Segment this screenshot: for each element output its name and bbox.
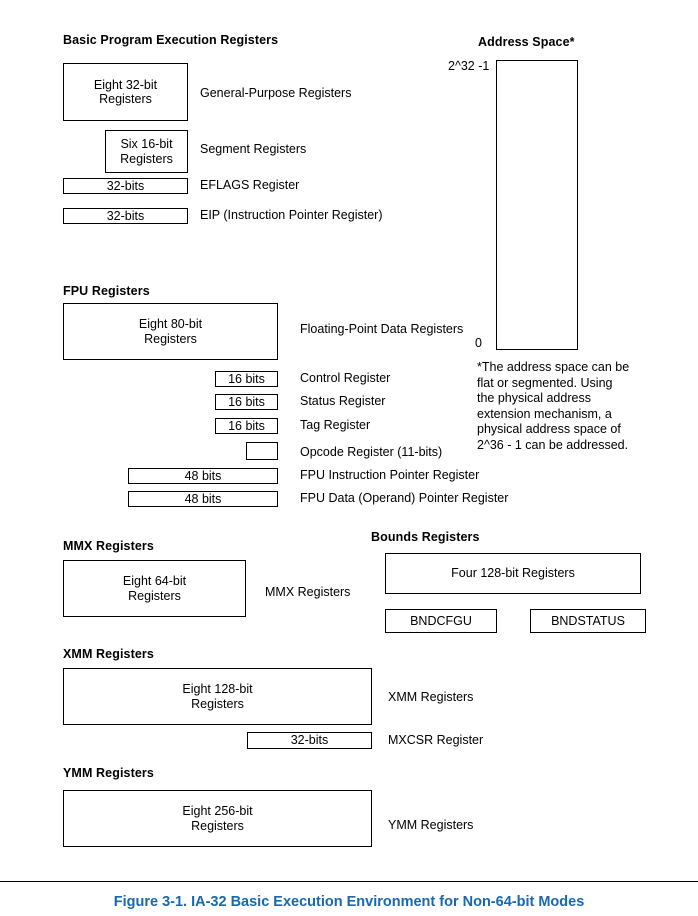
address-space-top-label: 2^32 -1 [448,59,490,73]
fpu-status-register-box: 16 bits [215,394,278,410]
figure-caption: Figure 3-1. IA-32 Basic Execution Enviro… [113,894,585,910]
xmm-registers-box-text: Eight 128-bit Registers [182,682,253,711]
fpu-data-registers-box-text: Eight 80-bit Registers [138,317,203,346]
fpu-control-register-box: 16 bits [215,371,278,387]
general-purpose-registers-box: Eight 32-bit Registers [63,63,188,121]
eip-register-label: EIP (Instruction Pointer Register) [200,208,383,222]
mmx-registers-box: Eight 64-bit Registers [63,560,246,617]
eflags-register-box: 32-bits [63,178,188,194]
section-title-basic-program-execution-registers: Basic Program Execution Registers [63,33,279,47]
section-title-mmx-registers: MMX Registers [63,539,154,553]
xmm-registers-box: Eight 128-bit Registers [63,668,372,725]
eip-register-box: 32-bits [63,208,188,224]
section-title-fpu-registers: FPU Registers [63,284,150,298]
address-space-box [496,60,578,350]
eflags-register-label: EFLAGS Register [200,178,300,192]
fpu-data-pointer-register-box: 48 bits [128,491,278,507]
fpu-tag-register-box: 16 bits [215,418,278,434]
fpu-opcode-register-box [246,442,278,460]
general-purpose-registers-label: General-Purpose Registers [200,86,352,100]
fpu-tag-register-label: Tag Register [300,418,371,432]
fpu-status-register-label: Status Register [300,394,386,408]
mxcsr-register-box: 32-bits [247,732,372,749]
mmx-registers-box-text: Eight 64-bit Registers [122,574,187,603]
segment-registers-label: Segment Registers [200,142,307,156]
ymm-registers-label: YMM Registers [388,818,474,832]
mxcsr-register-label: MXCSR Register [388,733,484,747]
section-title-bounds-registers: Bounds Registers [371,530,480,544]
bndcfgu-register-box: BNDCFGU [385,609,497,633]
bounds-registers-box: Four 128-bit Registers [385,553,641,594]
address-space-footnote: *The address space can be flat or segmen… [477,360,630,452]
fpu-opcode-register-label: Opcode Register (11-bits) [300,445,443,459]
segment-registers-box: Six 16-bit Registers [105,130,188,173]
bndstatus-register-box: BNDSTATUS [530,609,646,633]
section-title-xmm-registers: XMM Registers [63,647,154,661]
section-title-ymm-registers: YMM Registers [63,766,154,780]
mmx-registers-label: MMX Registers [265,585,351,599]
ymm-registers-box: Eight 256-bit Registers [63,790,372,847]
fpu-instruction-pointer-register-box: 48 bits [128,468,278,484]
address-space-bottom-label: 0 [475,336,482,350]
caption-divider [0,881,698,882]
fpu-control-register-label: Control Register [300,371,391,385]
fpu-data-pointer-register-label: FPU Data (Operand) Pointer Register [300,491,509,505]
section-title-address-space: Address Space* [478,35,575,49]
general-purpose-registers-box-text: Eight 32-bit Registers [93,77,158,107]
ymm-registers-box-text: Eight 256-bit Registers [182,804,253,833]
xmm-registers-label: XMM Registers [388,690,474,704]
fpu-instruction-pointer-register-label: FPU Instruction Pointer Register [300,468,480,482]
fpu-data-registers-box: Eight 80-bit Registers [63,303,278,360]
segment-registers-box-text: Six 16-bit Registers [120,137,173,166]
fpu-data-registers-label: Floating-Point Data Registers [300,322,464,336]
